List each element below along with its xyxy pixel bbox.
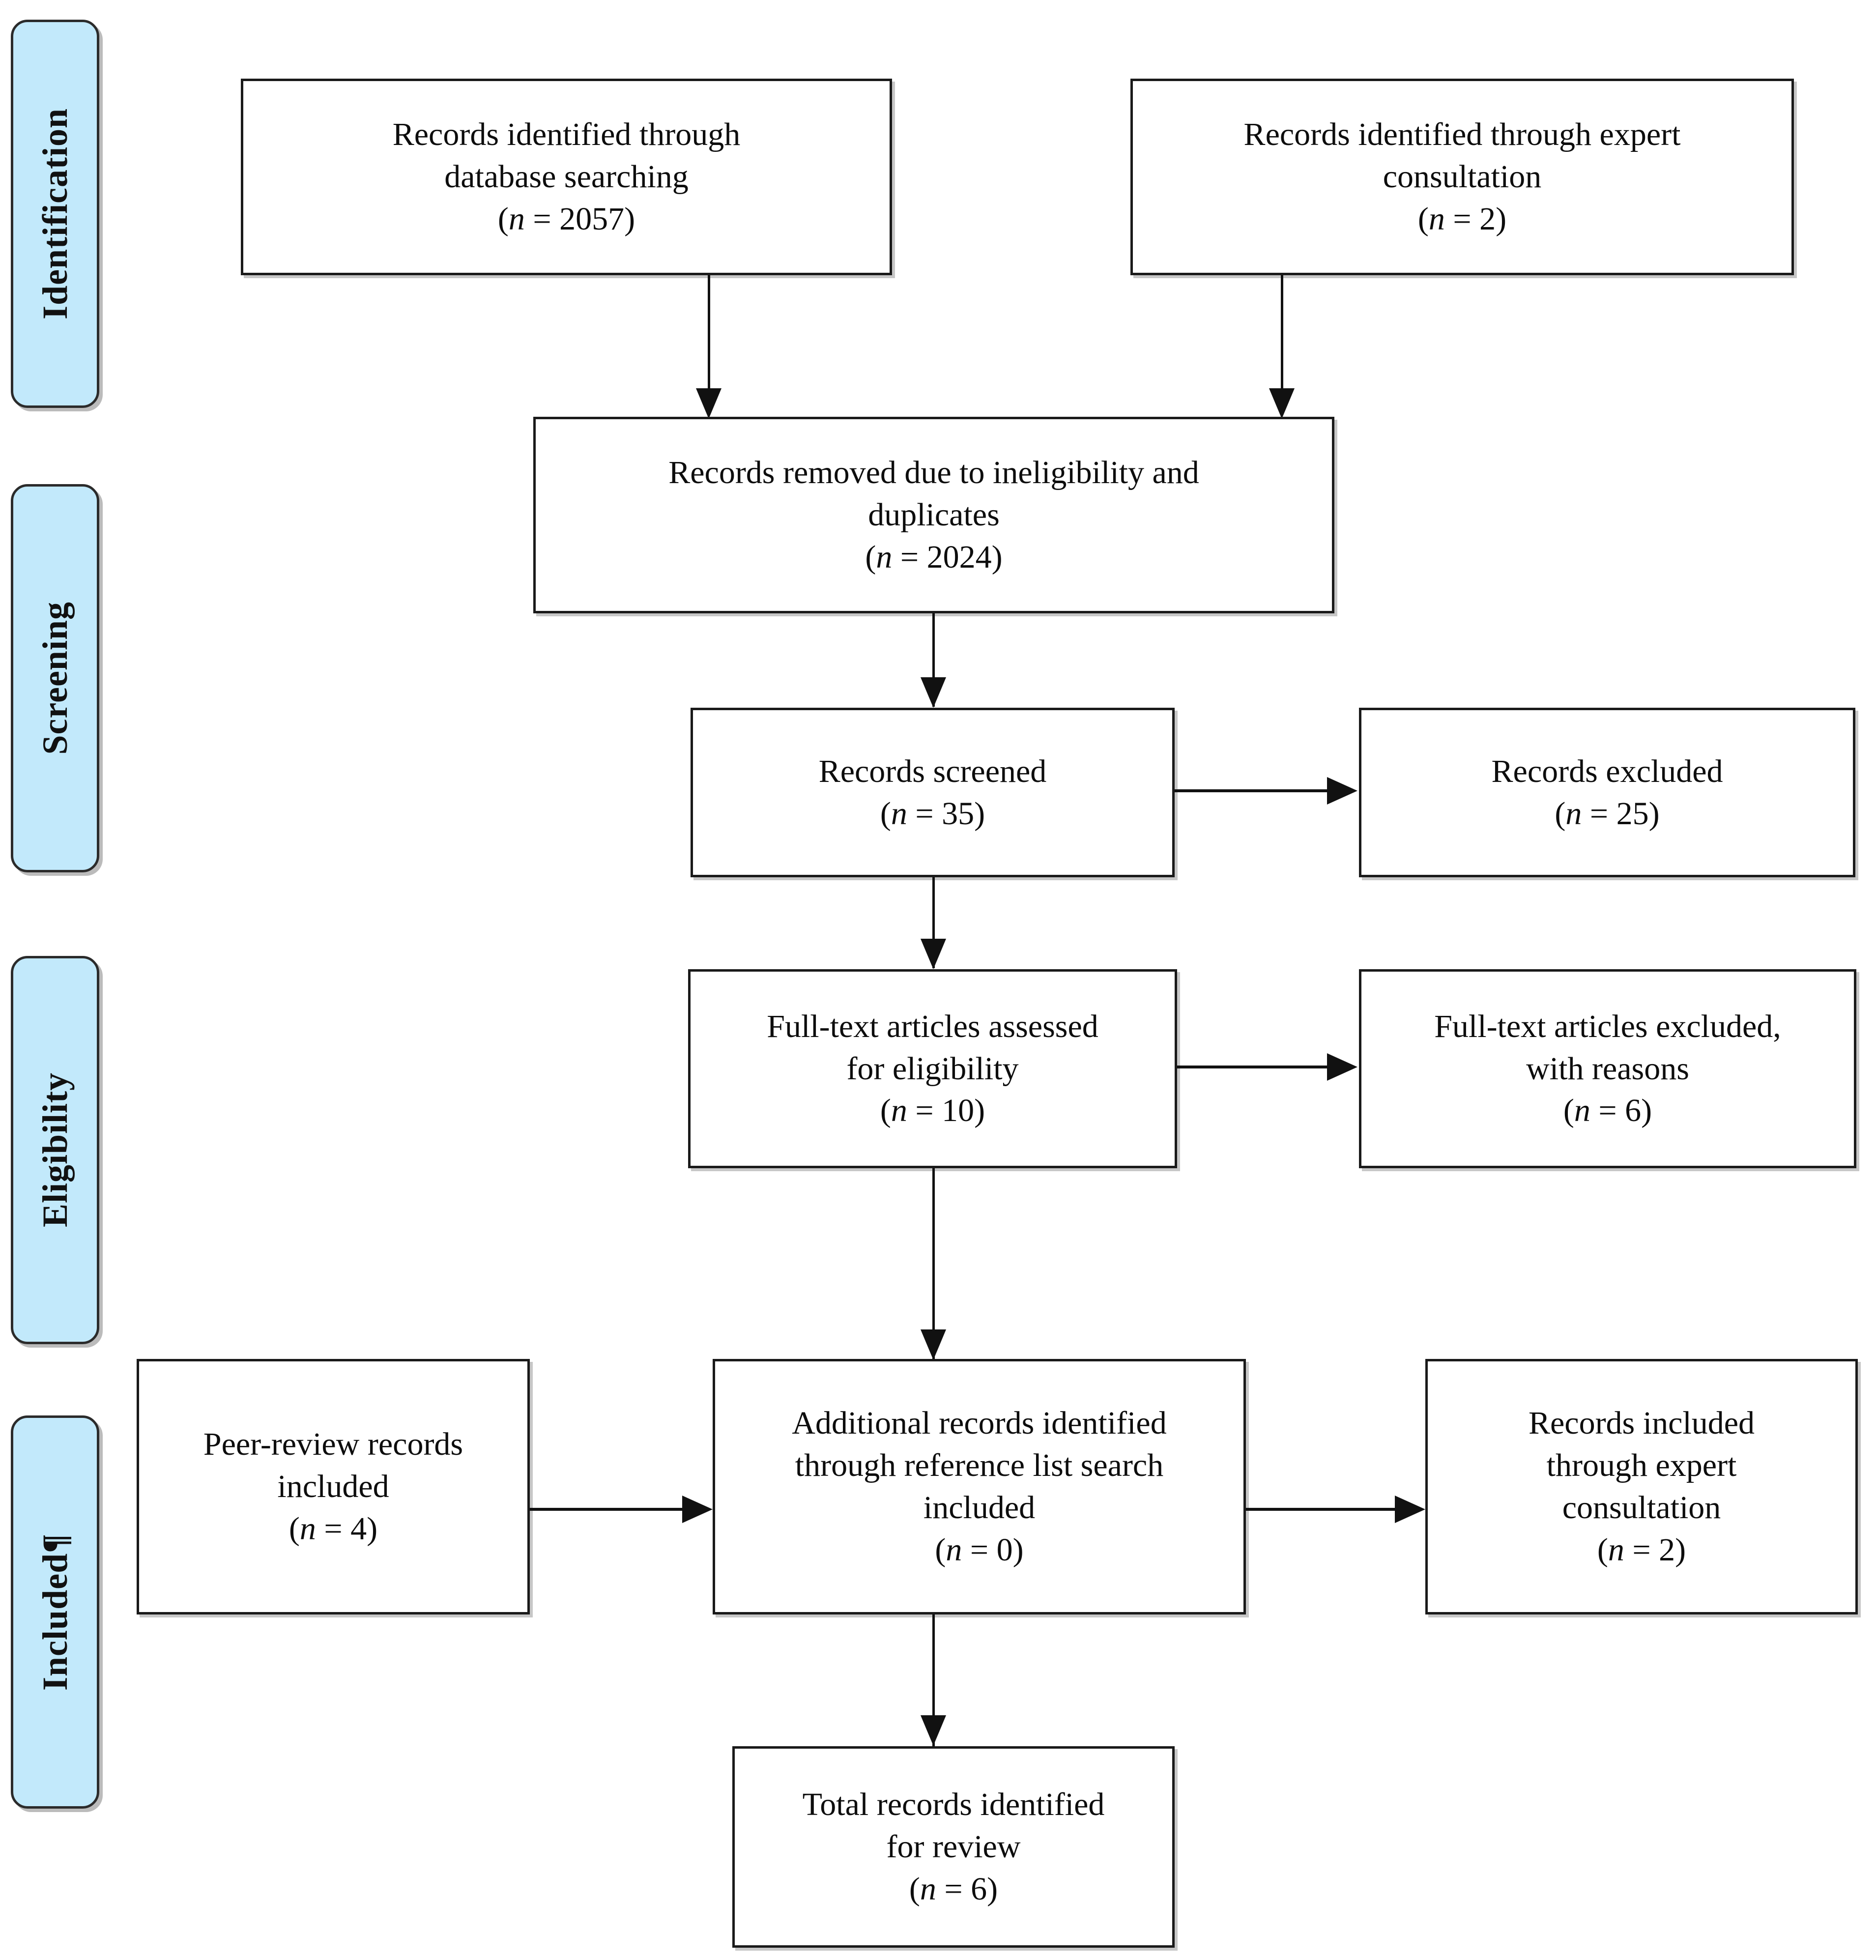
node-line: included xyxy=(923,1490,1036,1526)
node-count: (n = 2) xyxy=(1597,1531,1686,1568)
count-value: 6 xyxy=(971,1871,987,1907)
n-symbol: n xyxy=(299,1510,316,1547)
connector-peer-to-additional-line xyxy=(530,1508,687,1511)
connector-removed-to-screened-line xyxy=(932,613,935,707)
stage-included: Included¶ xyxy=(11,1415,99,1809)
connector-screened-to-fulltext-line xyxy=(932,877,935,968)
node-line: included xyxy=(277,1469,389,1505)
count-value: 25 xyxy=(1616,795,1649,832)
node-count: (n = 35) xyxy=(880,795,985,832)
count-value: 4 xyxy=(350,1510,367,1547)
count-value: 2057 xyxy=(559,201,625,237)
node-line: consultation xyxy=(1383,159,1542,195)
connector-additional-to-total-arrowhead xyxy=(921,1715,946,1746)
node-line: consultation xyxy=(1562,1490,1721,1526)
stage-screening: Screening xyxy=(11,484,99,872)
n-symbol: n xyxy=(891,1093,907,1129)
node-count: (n = 0) xyxy=(935,1531,1024,1568)
connector-peer-to-additional-arrowhead xyxy=(682,1496,713,1523)
node-line: Records identified through xyxy=(392,116,741,153)
node-line: for eligibility xyxy=(846,1050,1019,1087)
connector-db-to-removed-line xyxy=(708,275,710,398)
node-records-removed: Records removed due to ineligibility and… xyxy=(533,417,1334,613)
connector-screened-to-fulltext-arrowhead xyxy=(921,939,946,969)
n-symbol: n xyxy=(1565,795,1582,832)
connector-expert-to-removed-arrowhead xyxy=(1269,388,1295,419)
stage-identification-label: Identification xyxy=(35,108,75,319)
stage-screening-label: Screening xyxy=(35,602,75,755)
connector-fulltext-to-additional-arrowhead xyxy=(921,1329,946,1360)
node-line: with reasons xyxy=(1526,1050,1689,1087)
node-total-records-for-review: Total records identified for review (n =… xyxy=(732,1746,1175,1948)
node-line: through expert xyxy=(1546,1447,1737,1484)
node-count: (n = 4) xyxy=(289,1510,378,1547)
node-count: (n = 25) xyxy=(1555,795,1660,832)
connector-db-to-removed-arrowhead xyxy=(696,388,722,419)
node-count: (n = 6) xyxy=(909,1871,998,1907)
node-records-excluded: Records excluded (n = 25) xyxy=(1359,708,1855,877)
n-symbol: n xyxy=(946,1531,962,1568)
count-value: 0 xyxy=(996,1531,1013,1568)
n-symbol: n xyxy=(508,201,525,237)
connector-expert-to-removed-line xyxy=(1281,275,1283,398)
stage-eligibility-label: Eligibility xyxy=(35,1072,75,1228)
connector-fulltext-to-additional-line xyxy=(932,1168,935,1360)
count-value: 2 xyxy=(1659,1531,1675,1568)
count-value: 2024 xyxy=(926,539,992,575)
node-line: through reference list search xyxy=(795,1447,1164,1484)
node-count: (n = 2024) xyxy=(865,539,1003,575)
node-line: Full-text articles excluded, xyxy=(1434,1008,1781,1044)
n-symbol: n xyxy=(1428,201,1445,237)
node-line: Peer-review records xyxy=(203,1426,463,1463)
count-value: 6 xyxy=(1625,1093,1642,1129)
connector-additional-to-expert-arrowhead xyxy=(1395,1496,1425,1523)
stage-eligibility: Eligibility xyxy=(11,956,99,1344)
node-line: database searching xyxy=(444,159,689,195)
n-symbol: n xyxy=(876,539,893,575)
node-additional-records-reference-list: Additional records identified through re… xyxy=(713,1359,1246,1614)
connector-additional-to-total-line xyxy=(932,1614,935,1747)
node-records-identified-expert: Records identified through expert consul… xyxy=(1130,79,1794,275)
connector-screened-to-excluded-arrowhead xyxy=(1327,777,1357,805)
node-peer-review-included: Peer-review records included (n = 4) xyxy=(137,1359,530,1614)
count-value: 10 xyxy=(942,1093,975,1129)
n-symbol: n xyxy=(920,1871,936,1907)
node-line: Full-text articles assessed xyxy=(767,1008,1098,1044)
node-fulltext-assessed: Full-text articles assessed for eligibil… xyxy=(688,969,1177,1168)
stage-identification: Identification xyxy=(11,20,99,408)
connector-additional-to-expert-line xyxy=(1246,1508,1399,1511)
node-line: for review xyxy=(886,1829,1021,1865)
n-symbol: n xyxy=(1608,1531,1624,1568)
n-symbol: n xyxy=(891,795,907,832)
connector-fulltext-to-excluded-line xyxy=(1177,1066,1332,1068)
node-records-included-expert: Records included through expert consulta… xyxy=(1425,1359,1858,1614)
stage-included-label: Included¶ xyxy=(35,1533,75,1691)
node-line: Additional records identified xyxy=(792,1405,1167,1441)
count-value: 35 xyxy=(942,795,975,832)
node-line: duplicates xyxy=(868,497,1000,533)
node-line: Records removed due to ineligibility and xyxy=(668,455,1199,491)
node-line: Records excluded xyxy=(1491,753,1723,789)
count-value: 2 xyxy=(1479,201,1496,237)
connector-fulltext-to-excluded-arrowhead xyxy=(1327,1053,1357,1081)
node-fulltext-excluded: Full-text articles excluded, with reason… xyxy=(1359,969,1856,1168)
node-count: (n = 10) xyxy=(880,1093,985,1129)
node-line: Records included xyxy=(1528,1405,1755,1441)
connector-removed-to-screened-arrowhead xyxy=(921,677,946,708)
node-line: Records screened xyxy=(818,753,1047,789)
node-count: (n = 2) xyxy=(1417,201,1507,237)
connector-screened-to-excluded-line xyxy=(1175,789,1332,792)
node-line: Total records identified xyxy=(802,1787,1105,1823)
node-records-screened: Records screened (n = 35) xyxy=(691,708,1175,877)
node-records-identified-database: Records identified through database sear… xyxy=(241,79,892,275)
node-line: Records identified through expert xyxy=(1243,116,1681,153)
node-count: (n = 2057) xyxy=(497,201,635,237)
n-symbol: n xyxy=(1574,1093,1590,1129)
node-count: (n = 6) xyxy=(1563,1093,1652,1129)
